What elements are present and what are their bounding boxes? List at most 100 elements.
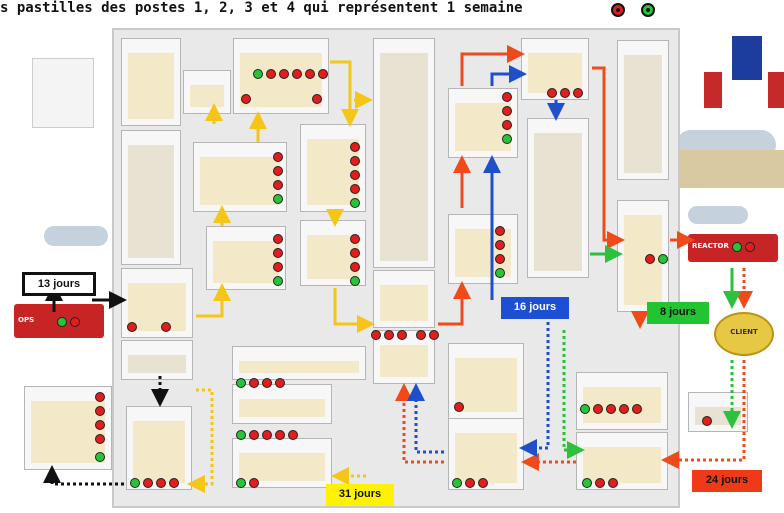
dot <box>350 276 360 286</box>
post-magasin-right <box>617 40 669 180</box>
dot <box>127 322 137 332</box>
arrow-yellow-1 <box>196 283 231 318</box>
arrow-blue-2 <box>490 65 527 86</box>
dot <box>454 402 464 412</box>
dot <box>273 194 283 204</box>
dot <box>608 478 618 488</box>
post-stock-right <box>527 118 589 278</box>
dot <box>236 478 246 488</box>
building-right <box>680 150 784 188</box>
truck-reactor-label: REACTOR <box>692 242 729 250</box>
dot <box>495 254 505 264</box>
dot <box>429 330 439 340</box>
dot <box>273 262 283 272</box>
arrow-red-3 <box>460 45 525 86</box>
dot <box>452 478 462 488</box>
dot <box>156 478 166 488</box>
dot <box>371 330 381 340</box>
post-reception <box>121 38 181 126</box>
post-emballage <box>206 226 286 290</box>
badge-31-jours: 31 jours <box>326 484 394 506</box>
dot <box>478 478 488 488</box>
arrow-yellow-dot-1 <box>187 388 214 493</box>
dot <box>249 378 259 388</box>
badge-13-jours: 13 jours <box>22 272 96 296</box>
dot <box>560 88 570 98</box>
post-manut-left-2 <box>121 340 193 380</box>
dot <box>502 106 512 116</box>
dot <box>547 88 557 98</box>
badge-16-jours: 16 jours <box>501 297 569 319</box>
dot <box>288 430 298 440</box>
dot <box>465 478 475 488</box>
dot <box>143 478 153 488</box>
dot <box>318 69 328 79</box>
dot <box>582 478 592 488</box>
dot <box>275 430 285 440</box>
badge-24-jours: 24 jours <box>692 470 762 492</box>
cloud-right-mid <box>688 206 748 224</box>
dot <box>130 478 140 488</box>
dot <box>95 452 105 462</box>
dot <box>70 317 80 327</box>
dot <box>350 198 360 208</box>
dot <box>502 134 512 144</box>
dot <box>350 184 360 194</box>
dot <box>275 378 285 388</box>
dot <box>273 248 283 258</box>
flag-red-left <box>704 72 722 108</box>
client-coin <box>714 312 774 356</box>
dot <box>606 404 616 414</box>
arrow-yellow-6 <box>333 288 375 333</box>
dot <box>495 268 505 278</box>
dot <box>350 262 360 272</box>
dot <box>384 330 394 340</box>
dot <box>495 240 505 250</box>
dot <box>249 430 259 440</box>
dot <box>273 180 283 190</box>
dot <box>305 69 315 79</box>
post-production <box>232 438 332 488</box>
arrow-black-dot-2 <box>43 465 124 486</box>
dot <box>236 430 246 440</box>
dot <box>397 330 407 340</box>
dot <box>350 156 360 166</box>
dot <box>502 92 512 102</box>
dot <box>95 434 105 444</box>
post-preparation <box>232 346 366 380</box>
post-expedition <box>373 270 435 328</box>
dot <box>350 170 360 180</box>
post-achat-left <box>126 406 192 490</box>
dot <box>350 142 360 152</box>
dot <box>95 406 105 416</box>
dot <box>273 152 283 162</box>
dot <box>632 404 642 414</box>
dot <box>279 69 289 79</box>
dot <box>262 430 272 440</box>
arrow-green-dot-1 <box>562 330 585 459</box>
dot <box>658 254 668 264</box>
truck-ops-label: OPS <box>18 316 35 324</box>
dot <box>273 234 283 244</box>
legend-green-dot-icon <box>641 3 655 17</box>
dot <box>416 330 426 340</box>
client-label: CLIENT <box>730 328 758 336</box>
post-logistique <box>448 418 524 490</box>
legend-text: s pastilles des postes 1, 2, 3 et 4 qui … <box>0 0 523 16</box>
flag-red-right <box>768 72 784 108</box>
dot <box>619 404 629 414</box>
arrow-blue-dot-1 <box>407 383 444 454</box>
legend-red-dot-icon <box>611 3 625 17</box>
post-controle <box>193 142 287 212</box>
arrow-red-dot-1 <box>395 383 444 464</box>
dot <box>95 392 105 402</box>
dot <box>702 416 712 426</box>
dot <box>350 234 360 244</box>
dot <box>580 404 590 414</box>
dot <box>292 69 302 79</box>
dot <box>350 248 360 258</box>
booklet-image <box>32 58 94 128</box>
dot <box>95 420 105 430</box>
dot <box>241 94 251 104</box>
dot <box>249 478 259 488</box>
